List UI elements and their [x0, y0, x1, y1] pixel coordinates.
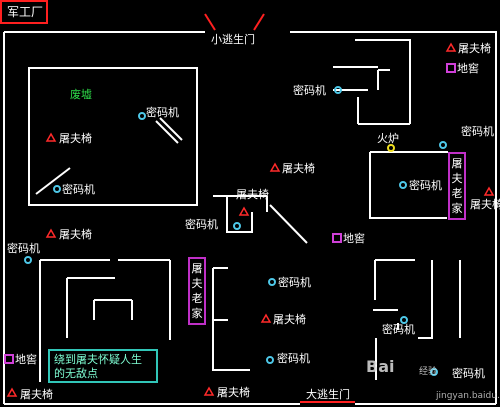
- cellar-label: 地窖: [457, 62, 479, 75]
- chair-label: 屠夫椅: [59, 228, 92, 241]
- chair-marker: [238, 206, 250, 216]
- chair-label: 屠夫椅: [458, 42, 491, 55]
- chair-marker: [45, 228, 57, 238]
- cipher-label: 密码机: [146, 106, 179, 119]
- small-exit-marker: [204, 13, 265, 31]
- small-exit-label: 小逃生门: [211, 33, 255, 46]
- center-walls: [213, 195, 308, 244]
- chair-marker: [45, 132, 57, 142]
- cipher-marker: [266, 356, 274, 364]
- chair-label: 屠夫椅: [273, 313, 306, 326]
- butcher-home-label-center: 屠夫老家: [188, 257, 206, 325]
- cipher-marker: [439, 141, 447, 149]
- cipher-marker: [24, 256, 32, 264]
- lower-right-walls: [373, 259, 461, 380]
- right-room-walls: [369, 151, 448, 219]
- chair-label: 屠夫椅: [59, 132, 92, 145]
- map-title: 军工厂: [0, 0, 48, 24]
- cellar-marker: [4, 354, 14, 364]
- chair-label: 屠夫椅: [282, 162, 315, 175]
- ruins-wall: [28, 67, 198, 206]
- furnace-marker: [387, 144, 395, 152]
- cipher-label: 密码机: [409, 179, 442, 192]
- chair-label: 屠夫椅: [470, 198, 500, 211]
- watermark-sub: 经验: [419, 367, 438, 377]
- tip-box: 绕到屠夫怀疑人生的无敌点: [48, 349, 158, 383]
- chair-label: 屠夫椅: [20, 388, 53, 401]
- cipher-marker: [233, 222, 241, 230]
- cipher-marker: [138, 112, 146, 120]
- cipher-marker: [334, 86, 342, 94]
- cipher-label: 密码机: [452, 367, 485, 380]
- chair-marker: [483, 186, 495, 196]
- outer-wall: [3, 31, 497, 405]
- watermark-url: jingyan.baidu.com: [436, 391, 500, 401]
- cipher-label: 密码机: [7, 242, 40, 255]
- lower-left-walls: [39, 259, 171, 382]
- cellar-marker: [446, 63, 456, 73]
- cipher-label: 密码机: [62, 183, 95, 196]
- cipher-label: 密码机: [277, 352, 310, 365]
- upper-right-walls: [333, 39, 411, 125]
- bottom-middle-walls: [212, 267, 250, 371]
- furnace-label: 火炉: [377, 132, 399, 145]
- ruins-label: 废墟: [70, 88, 92, 101]
- chair-marker: [203, 386, 215, 396]
- cipher-label: 密码机: [461, 125, 494, 138]
- big-exit-label: 大逃生门: [306, 388, 350, 401]
- cipher-marker: [399, 181, 407, 189]
- butcher-home-label-right: 屠夫老家: [448, 152, 466, 220]
- cellar-label: 地窖: [15, 353, 37, 366]
- chair-label: 屠夫椅: [217, 386, 250, 399]
- watermark-brand: Bai: [366, 357, 395, 376]
- cipher-marker: [268, 278, 276, 286]
- cipher-marker: [400, 316, 408, 324]
- cipher-label: 密码机: [293, 84, 326, 97]
- cipher-marker: [430, 368, 438, 376]
- cellar-marker: [332, 233, 342, 243]
- chair-marker: [445, 42, 457, 52]
- chair-label: 屠夫椅: [236, 188, 269, 201]
- cipher-marker: [53, 185, 61, 193]
- cipher-label: 密码机: [278, 276, 311, 289]
- chair-marker: [269, 162, 281, 172]
- cipher-label: 密码机: [185, 218, 218, 231]
- cipher-label: 密码机: [382, 323, 415, 336]
- chair-marker: [260, 313, 272, 323]
- chair-marker: [6, 387, 18, 397]
- cellar-label: 地窖: [343, 232, 365, 245]
